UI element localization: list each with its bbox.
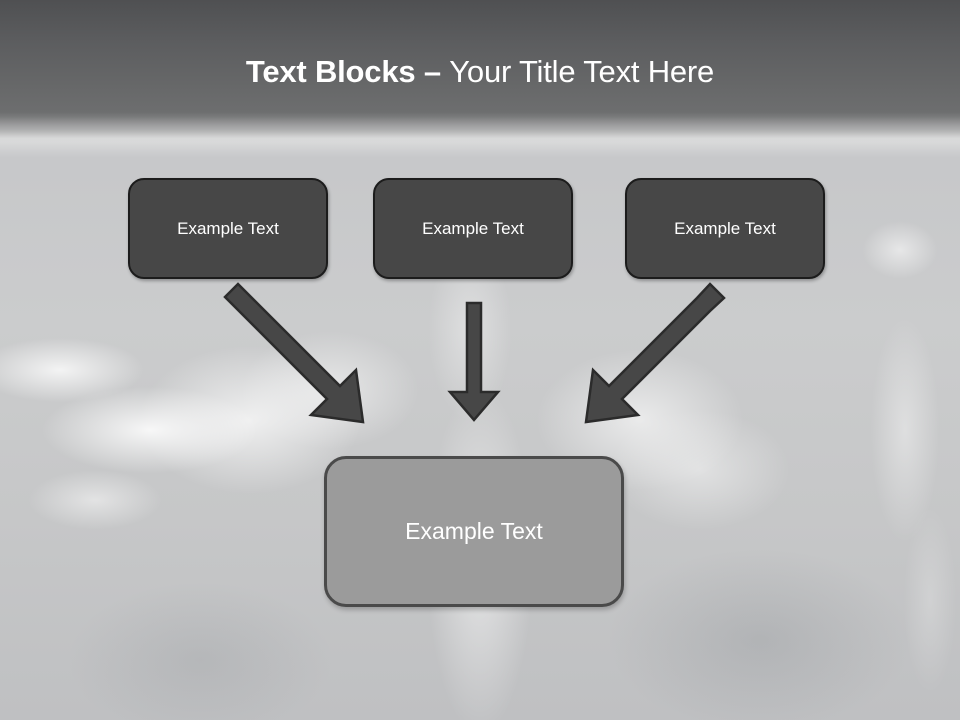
result-text-block[interactable]: Example Text (324, 456, 624, 607)
text-block-1-label: Example Text (177, 218, 279, 238)
text-block-3[interactable]: Example Text (625, 178, 825, 279)
text-block-2-label: Example Text (422, 218, 524, 238)
page-title: Text Blocks – Your Title Text Here (0, 52, 960, 92)
text-block-1[interactable]: Example Text (128, 178, 328, 279)
title-bold-part: Text Blocks (245, 54, 416, 89)
title-separator: – (415, 54, 450, 89)
result-text-block-label: Example Text (405, 518, 543, 544)
text-block-3-label: Example Text (674, 218, 776, 238)
header-sheen-divider (0, 112, 960, 158)
text-block-2[interactable]: Example Text (373, 178, 573, 279)
title-rest-part: Your Title Text Here (449, 54, 715, 89)
